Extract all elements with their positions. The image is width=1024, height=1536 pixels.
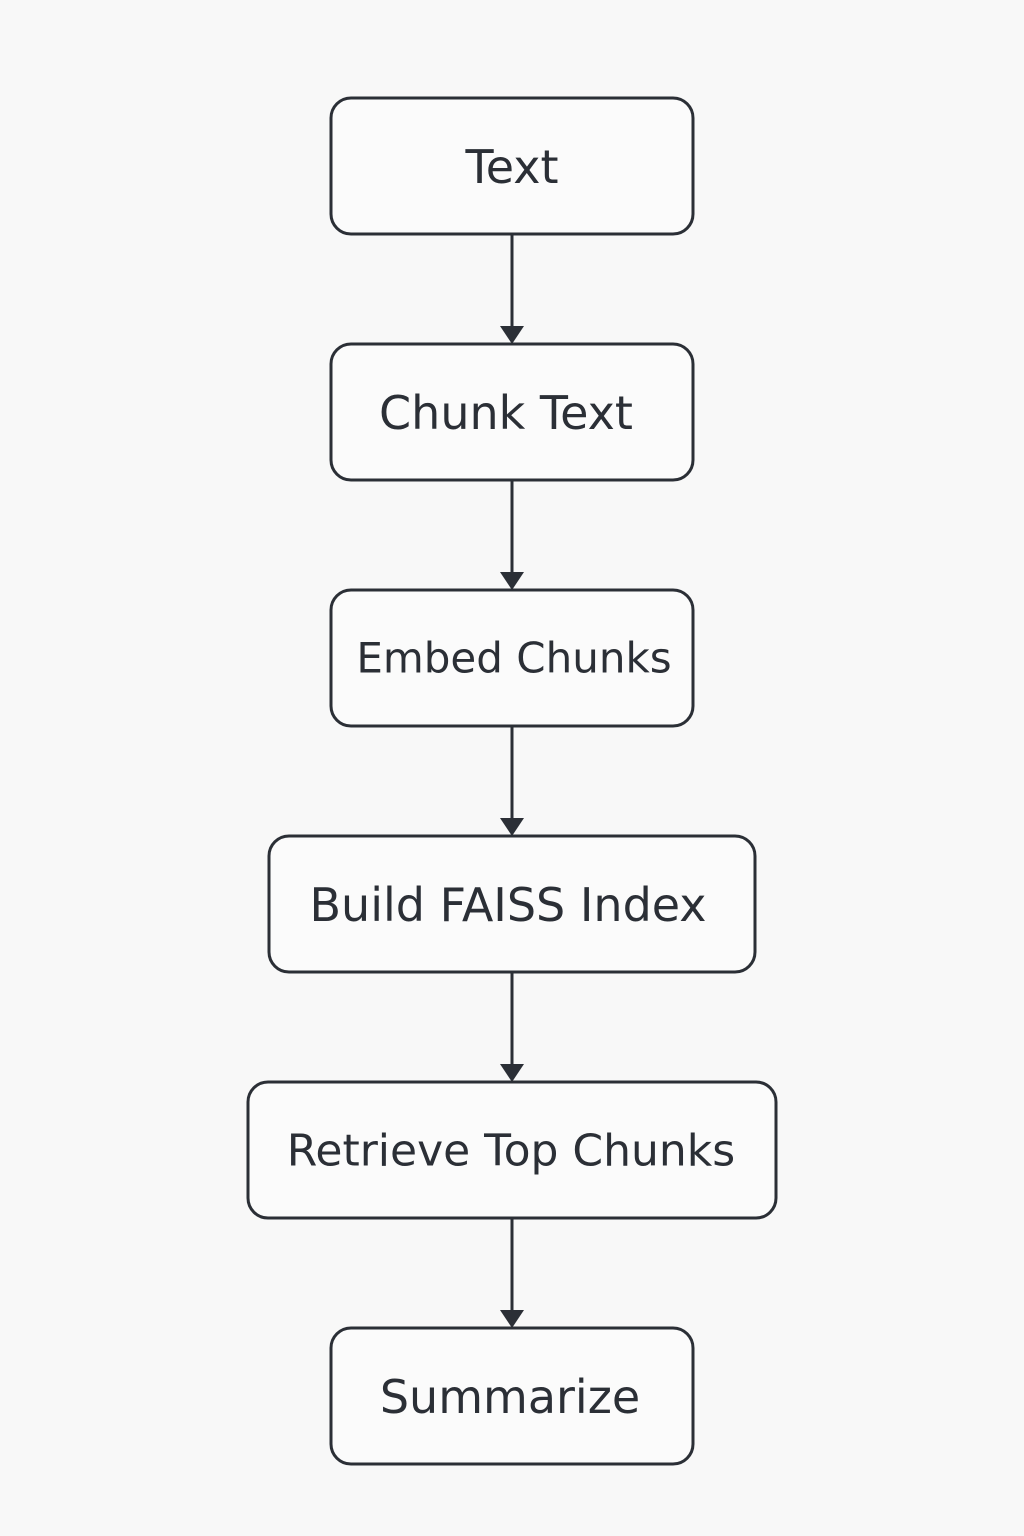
node-build-faiss-index: Build FAISS Index <box>267 834 757 974</box>
node-label: Build FAISS Index <box>309 878 706 932</box>
node-retrieve-top-chunks: Retrieve Top Chunks <box>246 1080 778 1220</box>
node-text: Text <box>329 96 695 236</box>
arrowhead-down-icon <box>500 1310 524 1328</box>
node-label: Summarize <box>380 1370 640 1424</box>
edges <box>500 234 524 1328</box>
arrowhead-down-icon <box>500 326 524 344</box>
edge-build-faiss-index-to-retrieve-top-chunks <box>500 972 524 1082</box>
edge-chunk-text-to-embed-chunks <box>500 480 524 590</box>
node-label: Embed Chunks <box>356 634 671 683</box>
nodes: Text Chunk Text Embed Chunks Build FAISS… <box>246 96 778 1466</box>
node-box <box>246 1080 778 1220</box>
node-label: Chunk Text <box>379 386 633 440</box>
node-embed-chunks: Embed Chunks <box>329 588 695 728</box>
arrowhead-down-icon <box>500 1064 524 1082</box>
node-box <box>329 342 695 482</box>
node-chunk-text: Chunk Text <box>329 342 695 482</box>
edge-text-to-chunk-text <box>500 234 524 344</box>
arrowhead-down-icon <box>500 572 524 590</box>
node-box <box>329 1326 695 1466</box>
arrowhead-down-icon <box>500 818 524 836</box>
node-box <box>267 834 757 974</box>
edge-retrieve-top-chunks-to-summarize <box>500 1218 524 1328</box>
node-label: Retrieve Top Chunks <box>287 1126 735 1177</box>
node-box <box>329 588 695 728</box>
edge-embed-chunks-to-build-faiss-index <box>500 726 524 836</box>
node-summarize: Summarize <box>329 1326 695 1466</box>
node-label: Text <box>464 140 558 194</box>
node-box <box>329 96 695 236</box>
